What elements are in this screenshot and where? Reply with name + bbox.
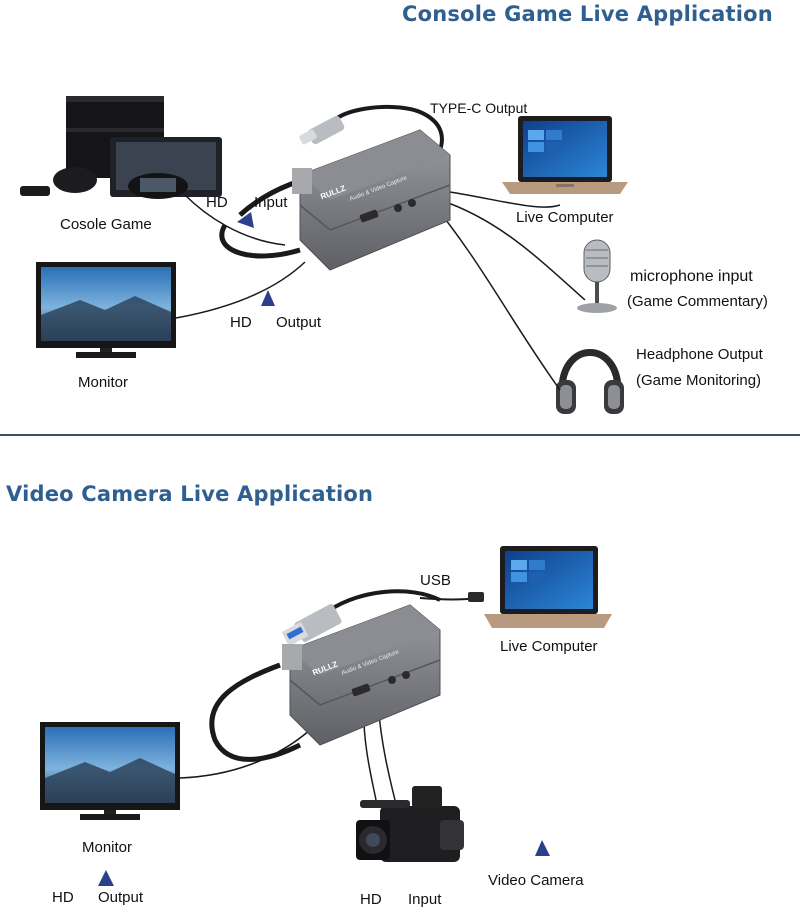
video-camera-icon <box>356 786 464 862</box>
console-game-label: Cosole Game <box>60 216 152 233</box>
input-label: Input <box>254 194 288 211</box>
hd-input-label: HD <box>206 194 228 211</box>
output-label-bottom: Output <box>98 889 144 906</box>
video-camera-label: Video Camera <box>488 872 584 889</box>
monitor-label-bottom: Monitor <box>82 839 133 856</box>
type-c-plug-icon <box>299 115 345 145</box>
headphone-note-label: (Game Monitoring) <box>636 372 762 389</box>
capture-device-bottom <box>282 604 441 746</box>
console-section-title: Console Game Live Application <box>402 2 773 26</box>
laptop-icon <box>502 116 628 194</box>
type-c-output-label: TYPE-C Output <box>430 100 528 116</box>
mic-input-label: microphone input <box>630 268 753 285</box>
usb-plug-icon <box>281 604 342 647</box>
bottom-cables <box>179 589 481 801</box>
usb-label: USB <box>420 572 451 589</box>
input-arrow-icon <box>237 212 254 228</box>
microphone-icon <box>577 239 617 313</box>
output-label: Output <box>276 314 322 331</box>
output-arrow-icon <box>261 290 275 306</box>
mic-note-label: (Game Commentary) <box>627 293 768 310</box>
input-label-bottom: Input <box>408 891 442 908</box>
camera-section-title: Video Camera Live Application <box>6 482 374 506</box>
hd-output-label: HD <box>230 314 252 331</box>
game-console-icon <box>20 96 222 199</box>
hd-output-label-bottom: HD <box>52 889 74 906</box>
headphones-icon <box>556 349 624 414</box>
live-computer-label-bottom: Live Computer <box>500 638 598 655</box>
monitor-icon <box>36 262 176 358</box>
headphone-output-label: Headphone Output <box>636 346 763 363</box>
monitor-label: Monitor <box>78 374 129 391</box>
output-arrow-icon-bottom <box>98 870 114 886</box>
laptop-icon-bottom <box>484 546 612 628</box>
camera-arrow-icon <box>535 840 550 856</box>
usb-connector-icon <box>468 592 484 602</box>
section-divider <box>0 434 800 436</box>
live-computer-label: Live Computer <box>516 209 614 226</box>
capture-device-top <box>292 129 451 271</box>
hd-input-label-bottom: HD <box>360 891 382 908</box>
monitor-icon-bottom <box>40 722 180 820</box>
